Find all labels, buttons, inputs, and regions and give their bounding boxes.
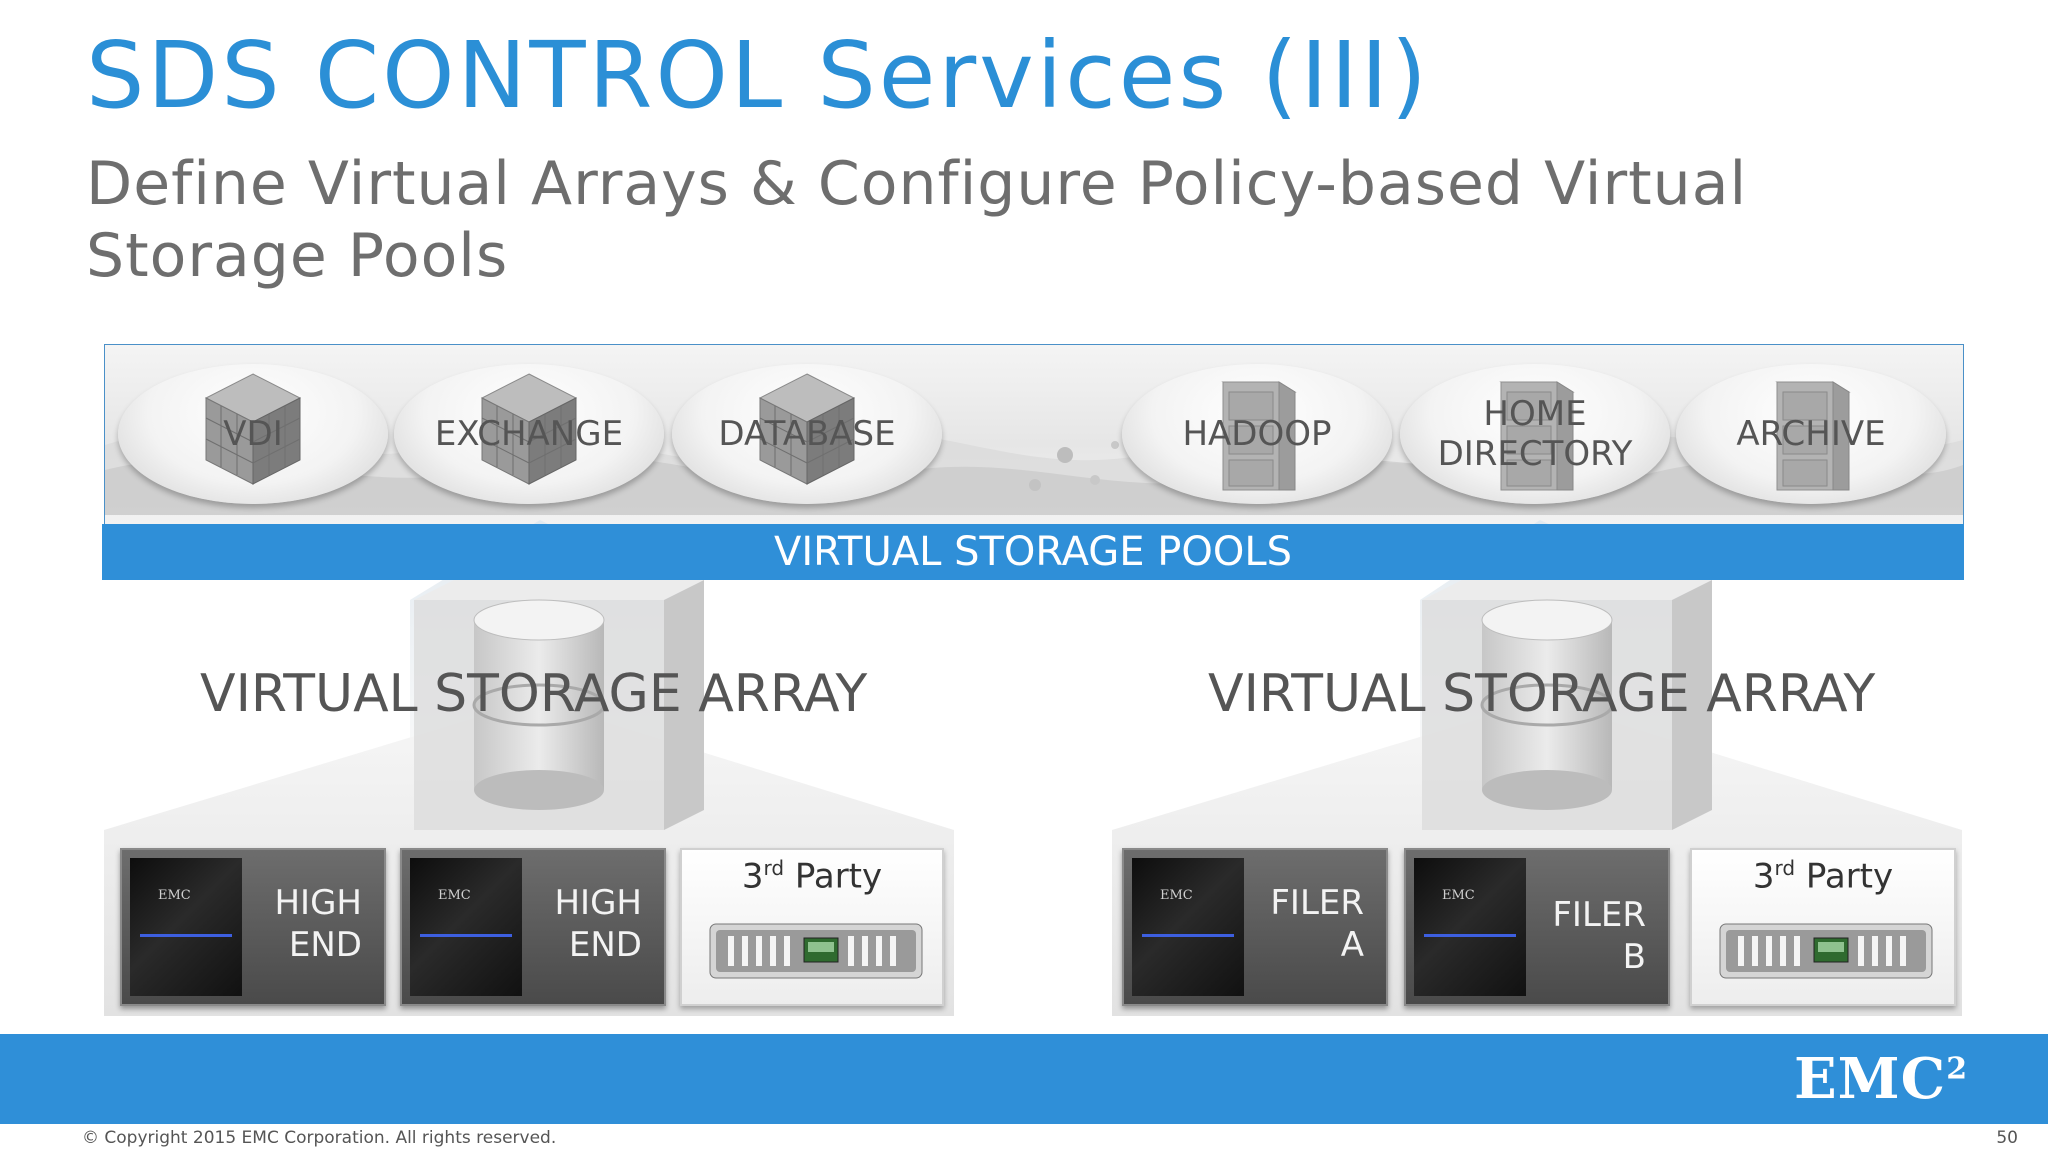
virtual-storage-array-label: VIRTUAL STORAGE ARRAY [1208,664,1876,724]
pool-label: EXCHANGE [434,414,624,454]
device-label-line2: A [1340,925,1364,965]
device-label: FILER A [1270,882,1364,966]
storage-rack-image: EMC [1414,858,1526,996]
pool-label: HOME DIRECTORY [1437,394,1633,474]
device-label: HIGH END [554,882,642,966]
pool-label: HADOOP [1182,414,1332,454]
storage-rack-image: EMC [1132,858,1244,996]
emc-logo: EMC2 [1794,1046,1969,1112]
third-party-label: 3rd Party [1752,856,1894,897]
device-label: FILER B [1552,894,1646,978]
device-label-line1: HIGH [554,883,642,923]
page-number: 50 [1996,1128,2018,1148]
server-icon [1719,923,1933,979]
pool-database: DATABASE [672,364,942,504]
device-label: HIGH END [274,882,362,966]
virtual-storage-array-label: VIRTUAL STORAGE ARRAY [200,664,868,724]
cube-icon [204,373,302,485]
cube-icon [480,373,578,485]
storage-rack-image: EMC [410,858,522,996]
pool-exchange: EXCHANGE [394,364,664,504]
cabinet-icon [1775,381,1851,491]
device-high-end-vmax: EMC HIGH END [120,848,386,1006]
device-label-line1: FILER [1552,895,1646,935]
cabinet-icon [1499,381,1575,491]
storage-rack-image: EMC [130,858,242,996]
device-label-line2: END [568,925,642,965]
pool-label: ARCHIVE [1736,414,1886,454]
device-label-line2: END [288,925,362,965]
slide-subtitle: Define Virtual Arrays & Configure Policy… [86,149,1748,291]
device-filer-a: EMC FILER A [1122,848,1388,1006]
third-party-label: 3rd Party [741,856,883,897]
rack-logo: EMC [438,888,471,903]
device-third-party: 3rd Party [1690,848,1956,1006]
pool-label: VDI [223,414,283,454]
device-label-line1: FILER [1270,883,1364,923]
server-icon [709,923,923,979]
slide-title: SDS CONTROL Services (III) [86,22,1430,129]
device-label-line2: B [1622,937,1646,977]
pool-label: DATABASE [718,414,896,454]
cabinet-icon [1221,381,1297,491]
footer-bar [0,1034,2048,1124]
device-third-party: 3rd Party [680,848,944,1006]
device-label-line1: HIGH [274,883,362,923]
rack-logo: EMC [1442,888,1475,903]
pool-vdi: VDI [118,364,388,504]
copyright-text: © Copyright 2015 EMC Corporation. All ri… [82,1128,557,1148]
rack-logo: EMC [1160,888,1193,903]
pool-archive: ARCHIVE [1676,364,1946,504]
device-filer-b: EMC FILER B [1404,848,1670,1006]
virtual-storage-pools-banner: VIRTUAL STORAGE POOLS [102,524,1964,580]
device-high-end-vnx: EMC HIGH END [400,848,666,1006]
pool-home-directory: HOME DIRECTORY [1400,364,1670,504]
pool-hadoop: HADOOP [1122,364,1392,504]
cube-icon [758,373,856,485]
rack-logo: EMC [158,888,191,903]
